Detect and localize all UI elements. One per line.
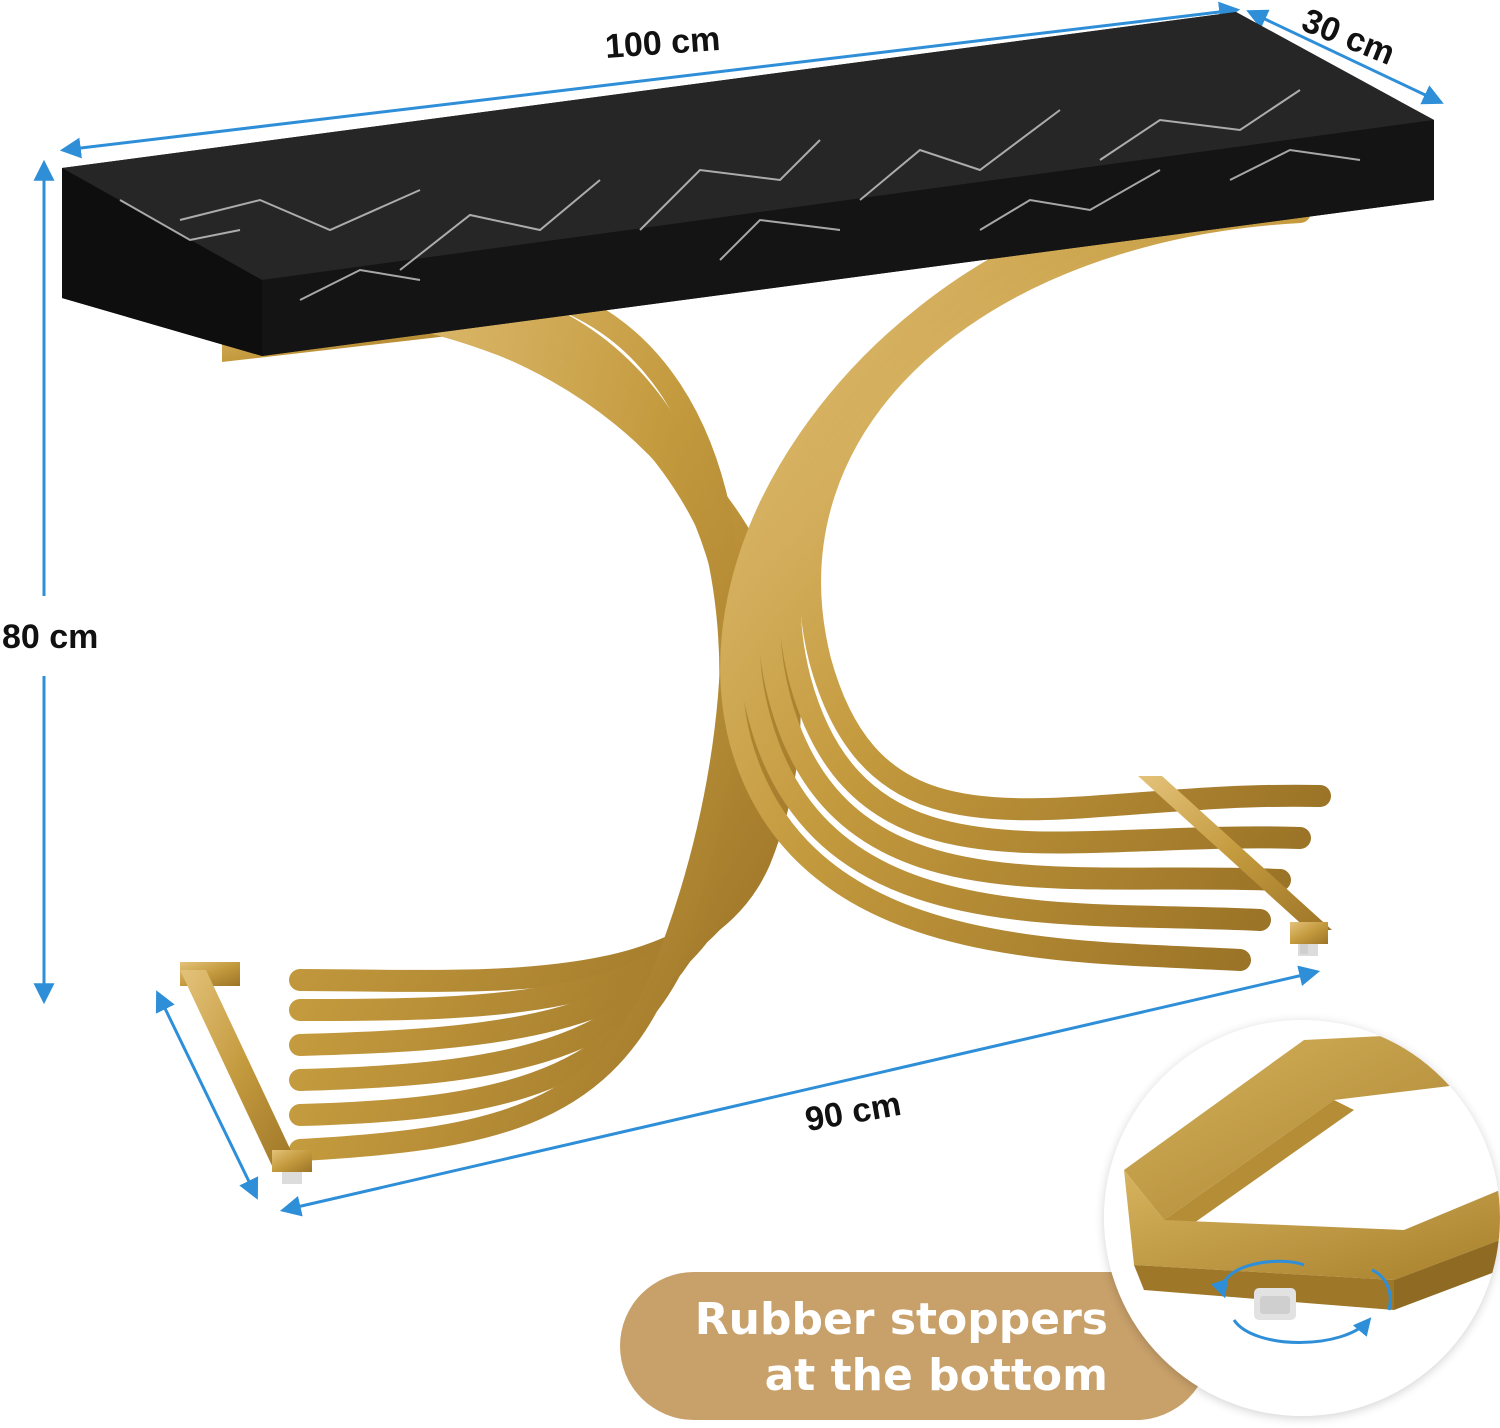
left-base-frame: [180, 962, 312, 1184]
callout-pill: [620, 1272, 1210, 1420]
closeup-illustration: [1104, 1020, 1500, 1416]
callout-text: Rubber stoppers at the bottom: [0, 1292, 1108, 1404]
callout-line-2: at the bottom: [764, 1350, 1108, 1401]
rotate-arrows-icon: [1210, 1259, 1305, 1299]
width-arrow: [59, 1, 1241, 159]
base-depth-arrow: [155, 990, 259, 1200]
callout-line-1: Rubber stoppers: [694, 1294, 1108, 1345]
right-base-frame: [1138, 776, 1332, 956]
rubber-stopper-closeup: [1104, 1020, 1500, 1416]
depth-arrow: [1246, 9, 1444, 105]
left-leg-arches: [239, 281, 801, 1161]
height-label: 80 cm: [2, 618, 99, 656]
width-label: 100 cm: [603, 20, 722, 66]
marble-tabletop: [62, 12, 1434, 356]
base-width-arrow: [279, 965, 1321, 1217]
right-leg-arches: [720, 201, 1331, 971]
